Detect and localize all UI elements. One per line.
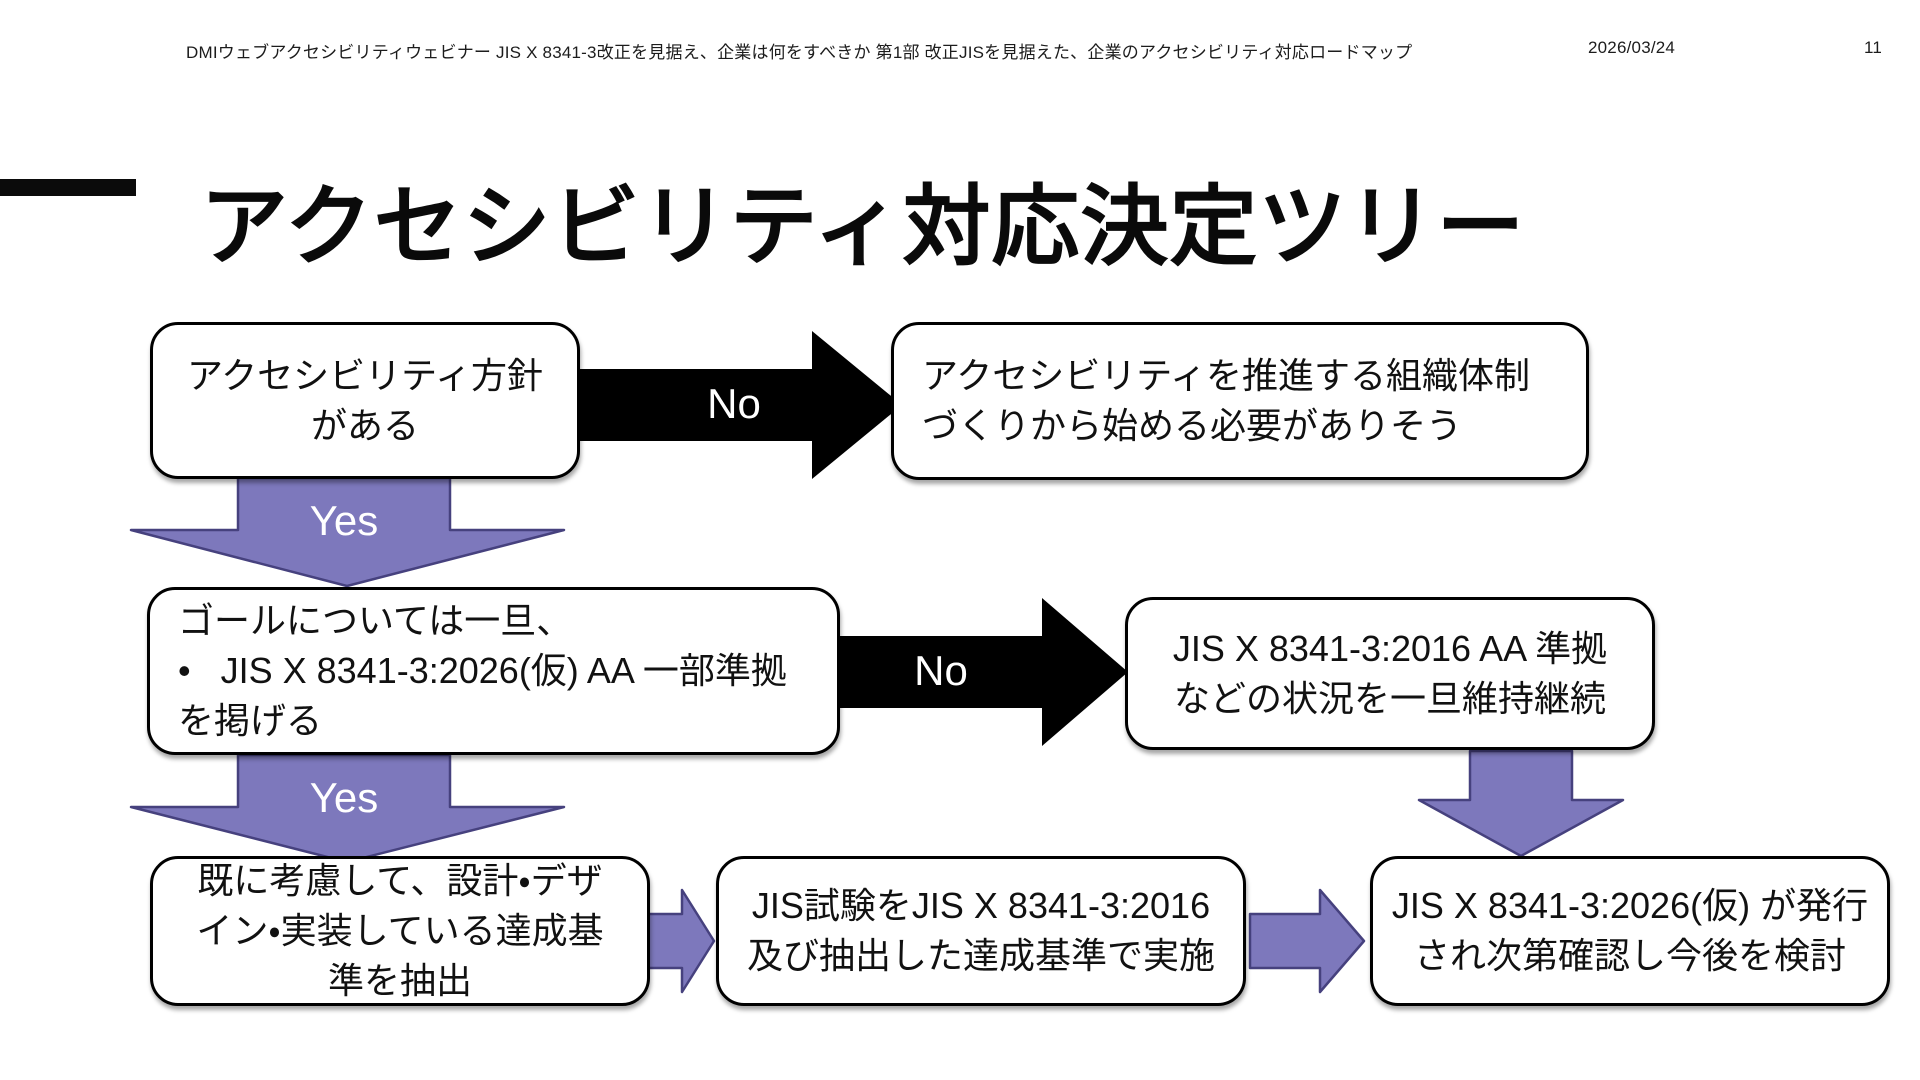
- box-line: ゴールについては一旦、: [178, 600, 573, 641]
- box-line: 及び抽出した達成基準で実施: [746, 935, 1215, 976]
- box-line: がある: [310, 404, 419, 446]
- box-line: などの状況を一旦維持継続: [1173, 677, 1606, 719]
- slide-date: 2026/03/24: [1588, 38, 1676, 57]
- yes-label-row2: Yes: [309, 774, 379, 821]
- box-review-future: JIS X 8341-3:2026(仮) が発行 され次第確認し今後を検討: [1370, 856, 1890, 1006]
- box-line: イン・実装している達成基: [196, 910, 604, 951]
- box-maintain-status: JIS X 8341-3:2016 AA 準拠 などの状況を一旦維持継続: [1125, 597, 1655, 750]
- no-label-row2: No: [914, 647, 968, 694]
- page-number: 11: [1864, 38, 1883, 57]
- title-accent-bar: [0, 179, 136, 196]
- box-extract-criteria: 既に考慮して、設計・デザ イン・実装している達成基 準を抽出: [150, 856, 650, 1006]
- box-jis-test: JIS試験をJIS X 8341-3:2016 及び抽出した達成基準で実施: [716, 856, 1246, 1006]
- box-line: アクセシビリティを推進する組織体制: [922, 355, 1531, 396]
- box-line: JIS X 8341-3:2026(仮) が発行: [1391, 885, 1869, 926]
- box-line: を掲げる: [178, 700, 323, 741]
- slide-header-text: DMIウェブアクセシビリティウェビナー JIS X 8341-3改正を見据え、企…: [186, 43, 1413, 62]
- box-line: アクセシビリティ方針: [186, 354, 544, 396]
- box-line: • JIS X 8341-3:2026(仮) AA 一部準拠: [178, 650, 787, 691]
- box-line: 準を抽出: [327, 960, 472, 1001]
- right-arrow-test-to-review: [1248, 888, 1366, 994]
- yes-arrow-row1-down: [129, 476, 566, 588]
- no-label-row1: No: [707, 380, 761, 427]
- box-org-setup-needed: アクセシビリティを推進する組織体制 づくりから始める必要がありそう: [891, 322, 1589, 480]
- box-line: 既に考慮して、設計・デザ: [197, 860, 603, 901]
- box-line: JIS X 8341-3:2016 AA 準拠: [1172, 627, 1608, 669]
- box-goal-jis2026: ゴールについては一旦、 • JIS X 8341-3:2026(仮) AA 一部…: [147, 587, 840, 755]
- no-arrow-row2: [840, 598, 1128, 746]
- right-arrow-extract-to-test: [646, 888, 716, 994]
- slide-title: アクセシビリティ対応決定ツリー: [200, 177, 1526, 276]
- box-line: づくりから始める必要がありそう: [922, 405, 1463, 446]
- box-policy-exists: アクセシビリティ方針 がある: [150, 322, 580, 479]
- yes-arrow-row2-down: [129, 753, 566, 864]
- box-line: され次第確認し今後を検討: [1413, 935, 1846, 976]
- down-arrow-maintain-to-review: [1417, 749, 1625, 858]
- box-line: JIS試験をJIS X 8341-3:2016: [751, 885, 1211, 926]
- no-arrow-row1: [579, 331, 902, 479]
- yes-label-row1: Yes: [309, 497, 379, 544]
